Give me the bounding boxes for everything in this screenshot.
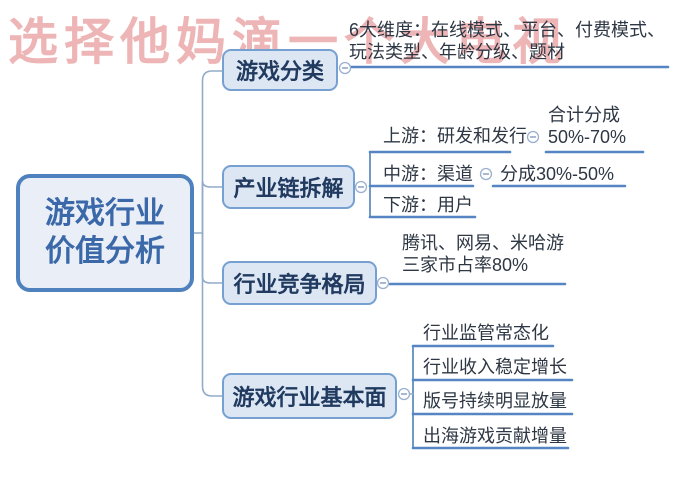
topic-underlines [348,65,670,450]
collapse-handle-icon[interactable] [338,61,352,75]
topic-industry-chain[interactable]: 产业链拆解 [222,165,355,209]
root-topic[interactable]: 游戏行业 价值分析 [16,174,194,292]
branch3-line [201,232,223,284]
collapse-handle-icon[interactable] [526,130,540,144]
leaf-revenue-growth[interactable]: 行业收入稳定增长 [423,357,567,377]
collapse-handle-icon[interactable] [354,180,368,194]
topic-competition[interactable]: 行业竞争格局 [222,261,377,305]
leaf-midstream[interactable]: 中游：渠道 [383,164,473,184]
leaf-overseas-growth[interactable]: 出海游戏贡献增量 [423,426,567,446]
branch1-line [201,70,223,234]
leaf-downstream[interactable]: 下游：用户 [383,195,473,215]
leaf-upstream-share[interactable]: 合计分成 50%-70% [548,105,627,147]
branch4-line [201,232,223,397]
leaf-market-share[interactable]: 腾讯、网易、米哈游 三家市占率80% [402,233,564,275]
leaf-six-dimensions[interactable]: 6大维度：在线模式、平台、付费模式、玩法类型、年龄分级、题材 [349,20,666,62]
topic-fundamentals[interactable]: 游戏行业基本面 [222,373,397,419]
leaf-license-volume[interactable]: 版号持续明显放量 [423,391,567,411]
collapse-handle-icon[interactable] [376,276,390,290]
leaf-midstream-share[interactable]: 分成30%-50% [500,164,615,184]
branch2-line [201,180,223,234]
collapse-handle-icon[interactable] [479,167,493,181]
leaf-upstream[interactable]: 上游：研发和发行 [383,126,527,146]
collapse-handle-icon[interactable] [397,387,411,401]
leaf-regulation[interactable]: 行业监管常态化 [423,323,549,343]
topic-game-categories[interactable]: 游戏分类 [222,49,338,91]
trunk-lines [193,70,223,397]
